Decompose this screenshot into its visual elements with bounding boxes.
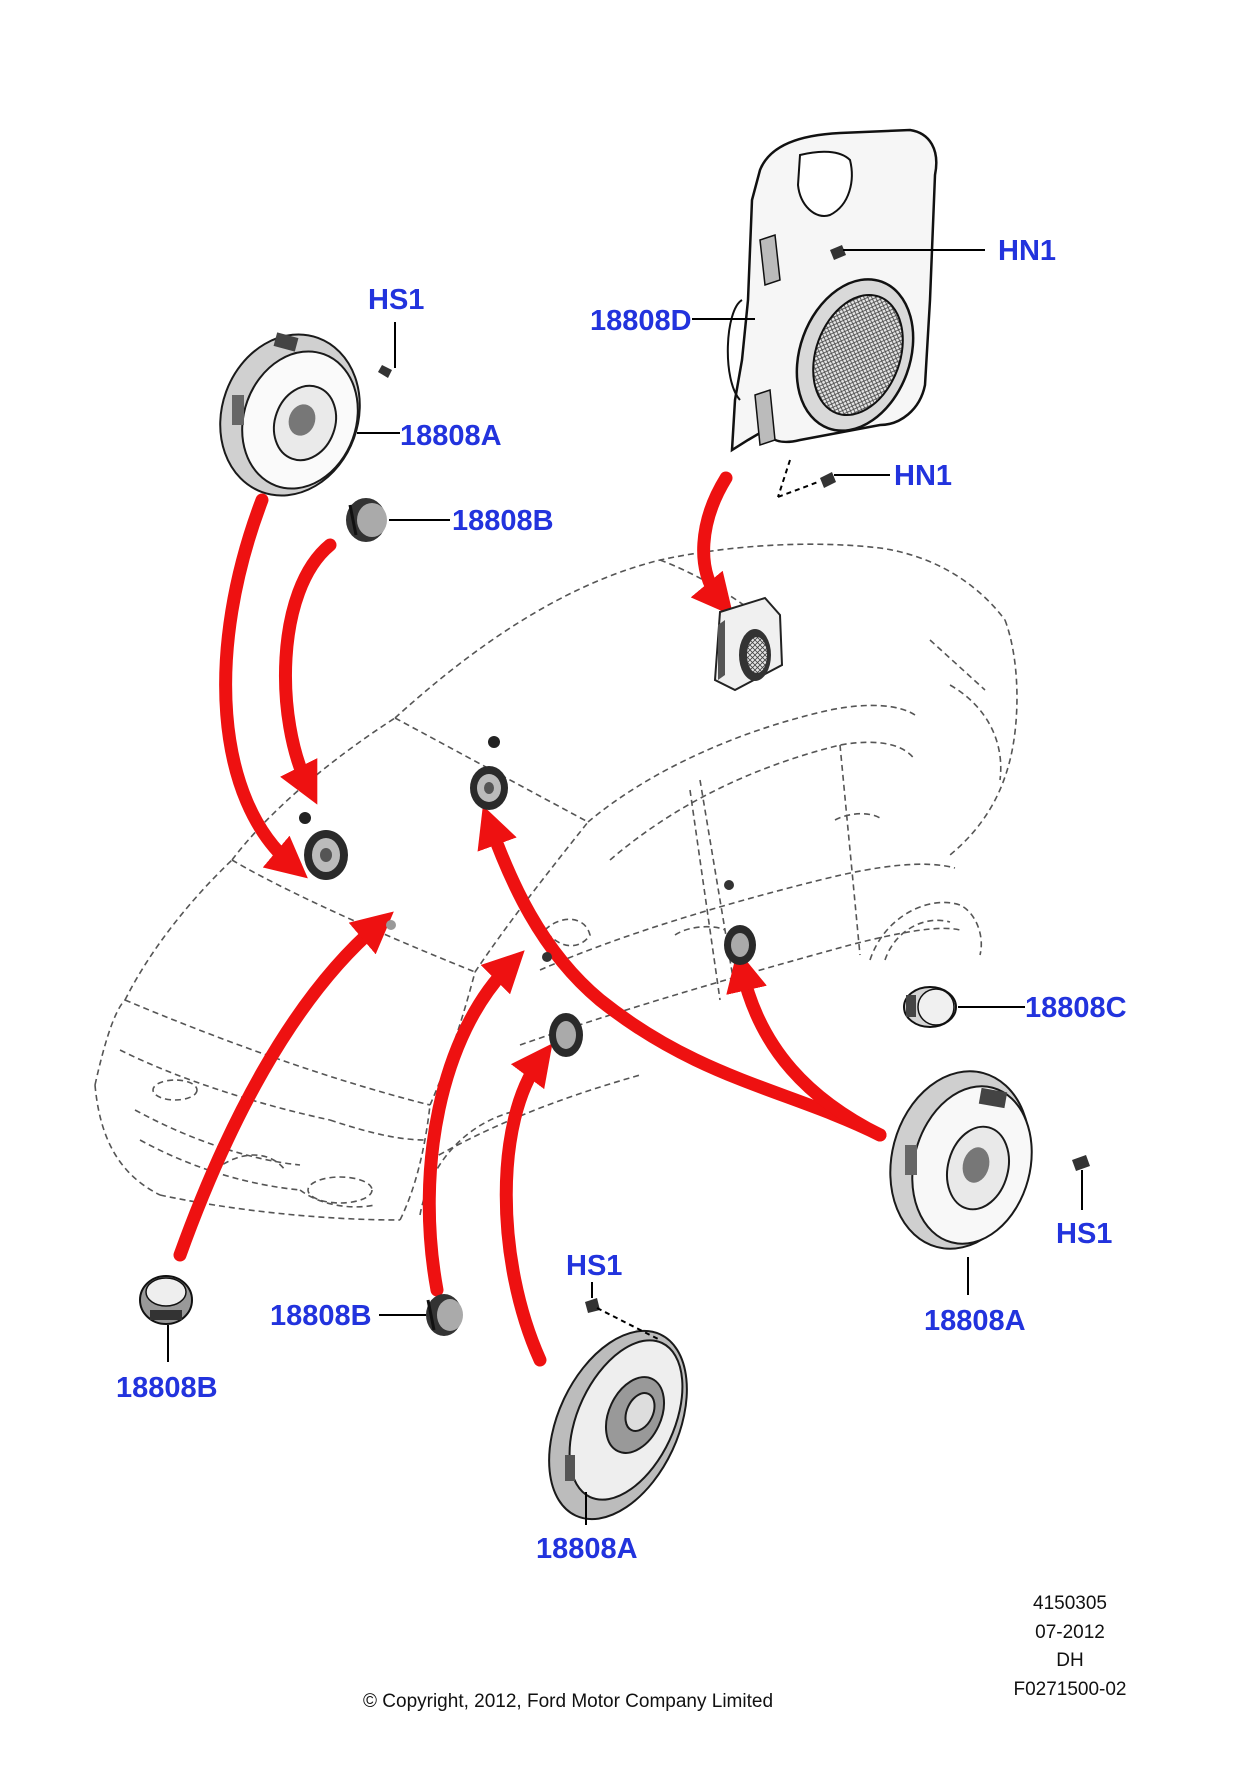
arrow-sail-tweeter (279, 538, 337, 805)
label-18808a-bottom: 18808A (536, 1533, 638, 1565)
label-18808b-bottom-mid: 18808B (270, 1300, 372, 1332)
label-18808d-subwoofer: 18808D (590, 305, 692, 337)
installed-speaker-rear-door (724, 925, 756, 965)
arrow-dash-tweeter (173, 911, 394, 1262)
issue-date: 07-2012 (1035, 1622, 1105, 1643)
arrow-subwoofer (690, 471, 734, 616)
arrow-door-tweeter (422, 950, 525, 1297)
label-hn1-upper: HN1 (998, 235, 1056, 267)
installed-clip-rear (724, 880, 734, 890)
tweeter-18808b-top-left (346, 498, 387, 542)
installed-speaker-front-door (549, 1013, 583, 1057)
label-hn1-lower: HN1 (894, 460, 952, 492)
speaker-18808a-top-left (219, 332, 361, 497)
label-18808b-bottom-left: 18808B (116, 1372, 218, 1404)
installed-speaker-front-left (304, 830, 348, 880)
tweeter-18808c-right (903, 986, 957, 1028)
arrow-rear-door-speaker (477, 805, 887, 1142)
installed-door-tweeter (542, 952, 552, 962)
callout-labels: HS1 18808A 18808B 18808D HN1 HN1 18808C … (116, 235, 1127, 1565)
arrow-front-door-speaker (219, 493, 308, 879)
screw-hs1-bottom (585, 1282, 661, 1341)
label-18808a-top-left: 18808A (400, 420, 502, 452)
label-hs1-top-left: HS1 (368, 284, 424, 316)
screw-hs1-top-left (378, 322, 396, 378)
installation-arrows (173, 471, 887, 1367)
region-code: DH (1056, 1650, 1083, 1671)
subwoofer-18808d (726, 128, 938, 453)
nut-hn1-lower (777, 459, 890, 498)
leader-lines (167, 318, 1025, 1525)
copyright-text: © Copyright, 2012, Ford Motor Company Li… (363, 1691, 773, 1712)
tweeter-18808b-bottom-left (139, 1275, 193, 1325)
label-18808b-top-left: 18808B (452, 505, 554, 537)
footer: © Copyright, 2012, Ford Motor Company Li… (363, 1593, 1127, 1712)
installed-components (299, 596, 784, 1057)
tweeter-18808b-bottom-mid (426, 1294, 463, 1336)
speaker-18808a-right (889, 1070, 1033, 1250)
label-hs1-right: HS1 (1056, 1218, 1112, 1250)
speaker-18808a-bottom (548, 1329, 688, 1521)
figure-id: F0271500-02 (1013, 1679, 1126, 1700)
installed-speaker-front-right (470, 766, 508, 810)
label-18808a-right: 18808A (924, 1305, 1026, 1337)
nut-hn1-upper (830, 245, 985, 260)
installed-subwoofer (713, 596, 784, 692)
label-hs1-bottom: HS1 (566, 1250, 622, 1282)
arrow-rear-door-speaker-2 (726, 949, 887, 1142)
label-18808c-right: 18808C (1025, 992, 1127, 1024)
installed-clip (488, 736, 500, 748)
screw-hs1-right (1072, 1155, 1090, 1210)
installed-dash-tweeter (386, 920, 396, 930)
installed-tweeter (299, 812, 311, 824)
arrow-front-door-lower-speaker (499, 1043, 553, 1367)
reference-number: 4150305 (1033, 1593, 1107, 1614)
